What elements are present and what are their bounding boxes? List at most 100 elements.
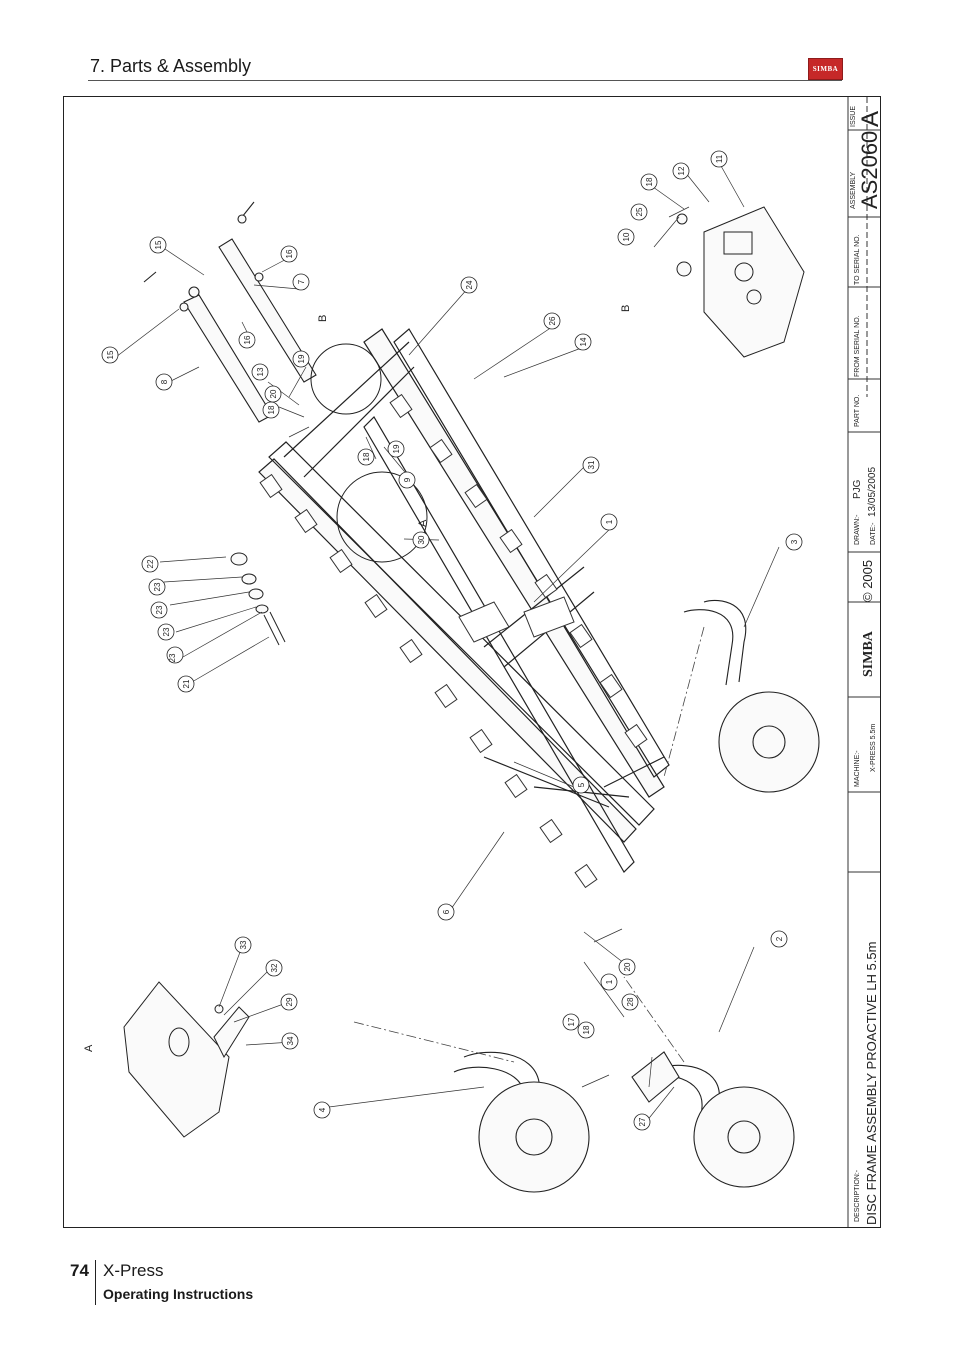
callout-30: 30 — [412, 531, 430, 549]
svg-text:24: 24 — [465, 280, 474, 289]
svg-text:6: 6 — [442, 909, 451, 914]
svg-text:11: 11 — [715, 154, 724, 163]
issue-label: ISSUE — [850, 106, 857, 127]
callout-9: 9 — [398, 471, 416, 489]
callout-24: 24 — [460, 276, 478, 294]
svg-text:9: 9 — [403, 477, 412, 482]
frame-brackets — [259, 393, 648, 889]
callout-29: 29 — [280, 993, 298, 1011]
callout-8: 8 — [155, 373, 173, 391]
callout-1b: 1 — [600, 973, 618, 991]
callout-14: 14 — [574, 333, 592, 351]
callout-6: 6 — [437, 903, 455, 921]
svg-text:20: 20 — [623, 962, 632, 971]
callout-16: 16 — [280, 245, 298, 263]
svg-text:5: 5 — [577, 782, 586, 787]
callout-18d: 18 — [577, 1021, 595, 1039]
svg-text:22: 22 — [146, 559, 155, 568]
from-serial-label: FROM SERIAL NO. — [854, 315, 861, 377]
header-divider — [88, 80, 842, 81]
callout-31: 31 — [582, 456, 600, 474]
callout-13: 13 — [251, 363, 269, 381]
machine-value: X-PRESS 5.5m — [870, 724, 877, 772]
callout-23c: 23 — [157, 623, 175, 641]
drawn-label: DRAWN:- — [854, 514, 861, 545]
svg-text:23: 23 — [168, 653, 177, 662]
svg-text:28: 28 — [626, 997, 635, 1006]
svg-text:3: 3 — [790, 539, 799, 544]
callout-15: 15 — [149, 236, 167, 254]
svg-text:18: 18 — [645, 177, 654, 186]
svg-text:18: 18 — [267, 405, 276, 414]
callout-33: 33 — [234, 936, 252, 954]
svg-text:8: 8 — [160, 379, 169, 384]
callout-28: 28 — [621, 993, 639, 1011]
svg-text:21: 21 — [182, 679, 191, 688]
disc-units — [453, 599, 820, 1193]
svg-text:23: 23 — [153, 582, 162, 591]
svg-text:16: 16 — [285, 249, 294, 258]
callout-5: 5 — [572, 776, 590, 794]
simba-logo: SIMBA — [808, 58, 843, 80]
machine-label: MACHINE:- — [854, 750, 861, 787]
svg-text:1: 1 — [605, 979, 614, 984]
detail-b-bracket — [676, 206, 805, 358]
to-serial-label: TO SERIAL NO. — [854, 234, 861, 285]
callout-balloons: 1 1 2 3 4 5 6 7 8 9 10 11 12 13 14 15 15… — [101, 150, 803, 1131]
date-label: DATE:- — [870, 522, 877, 545]
callout-23d: 23 — [166, 646, 184, 664]
callout-4: 4 — [313, 1101, 331, 1119]
detail-label-a-view: A — [83, 1044, 95, 1052]
callout-3: 3 — [785, 533, 803, 551]
description-label: DESCRIPTION:- — [854, 1169, 861, 1222]
callout-7: 7 — [292, 273, 310, 291]
svg-text:26: 26 — [548, 316, 557, 325]
product-name: X-Press — [103, 1261, 164, 1280]
svg-text:30: 30 — [417, 535, 426, 544]
detail-a-bracket — [123, 981, 250, 1138]
callout-11: 11 — [710, 150, 728, 168]
callout-27: 27 — [633, 1113, 651, 1131]
assembly-value: AS2060 — [857, 131, 880, 209]
callout-19: 19 — [292, 350, 310, 368]
svg-text:2: 2 — [775, 936, 784, 941]
page-number: 74 — [70, 1261, 89, 1280]
drawbar-assembly — [143, 201, 317, 423]
svg-text:14: 14 — [579, 337, 588, 346]
callout-34: 34 — [281, 1032, 299, 1050]
brand-mark: SIMBA — [861, 630, 876, 677]
svg-text:17: 17 — [567, 1017, 576, 1026]
svg-text:34: 34 — [286, 1036, 295, 1045]
logo-text: SIMBA — [812, 65, 839, 73]
manual-subtitle: Operating Instructions — [103, 1286, 254, 1302]
callout-20b: 20 — [618, 958, 636, 976]
callout-20: 20 — [264, 385, 282, 403]
callout-23: 23 — [148, 578, 166, 596]
svg-text:31: 31 — [587, 460, 596, 469]
callout-18c: 18 — [357, 448, 375, 466]
part-no-label: PART NO. — [854, 395, 861, 427]
callout-32: 32 — [265, 959, 283, 977]
detail-label-b-view: B — [620, 305, 632, 312]
detail-circle-b — [310, 343, 382, 415]
svg-text:7: 7 — [297, 279, 306, 284]
detail-label-b: B — [317, 315, 329, 322]
svg-text:10: 10 — [622, 232, 631, 241]
callout-19b: 19 — [387, 440, 405, 458]
copyright-text: © 2005 — [860, 560, 875, 602]
parts-drawing: ISSUE A ASSEMBLY AS2060 TO SERIAL NO. FR… — [83, 97, 880, 1227]
drawn-value: PJG — [852, 479, 863, 499]
callout-1: 1 — [600, 513, 618, 531]
footer-divider — [95, 1260, 96, 1305]
detail-label-a: A — [417, 519, 429, 527]
callout-16b: 16 — [238, 331, 256, 349]
callout-26: 26 — [543, 312, 561, 330]
callout-12: 12 — [672, 162, 690, 180]
callout-17: 17 — [562, 1013, 580, 1031]
callout-18b: 18 — [262, 401, 280, 419]
svg-text:15: 15 — [106, 350, 115, 359]
svg-text:13: 13 — [256, 367, 265, 376]
callout-10: 10 — [617, 228, 635, 246]
drawing-frame — [63, 96, 881, 1228]
svg-text:16: 16 — [243, 335, 252, 344]
